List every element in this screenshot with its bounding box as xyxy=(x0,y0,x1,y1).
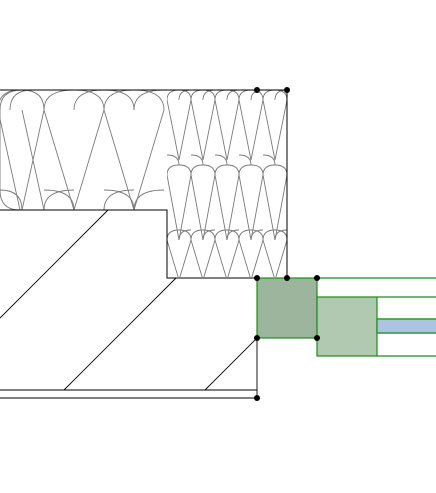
node-marker-icon[interactable] xyxy=(254,395,260,401)
node-marker-icon[interactable] xyxy=(254,275,260,281)
node-marker-icon[interactable] xyxy=(314,335,320,341)
window-frame xyxy=(256,277,436,357)
hatch-line xyxy=(63,277,177,391)
node-markers xyxy=(254,87,320,401)
frame-inner xyxy=(316,296,378,357)
node-marker-icon[interactable] xyxy=(314,275,320,281)
structure-section xyxy=(0,209,258,399)
glass-pane xyxy=(376,318,436,334)
insulation-outline xyxy=(0,89,288,279)
insulation-layer xyxy=(0,90,287,277)
frame-outer xyxy=(256,277,318,339)
insulation-batt-large xyxy=(0,90,167,210)
node-marker-icon[interactable] xyxy=(254,87,260,93)
hatch-line xyxy=(0,209,109,319)
hatch-line xyxy=(204,337,258,391)
node-marker-icon[interactable] xyxy=(284,275,290,281)
insulation-batt-small xyxy=(167,90,287,277)
node-marker-icon[interactable] xyxy=(254,335,260,341)
node-marker-icon[interactable] xyxy=(284,87,290,93)
